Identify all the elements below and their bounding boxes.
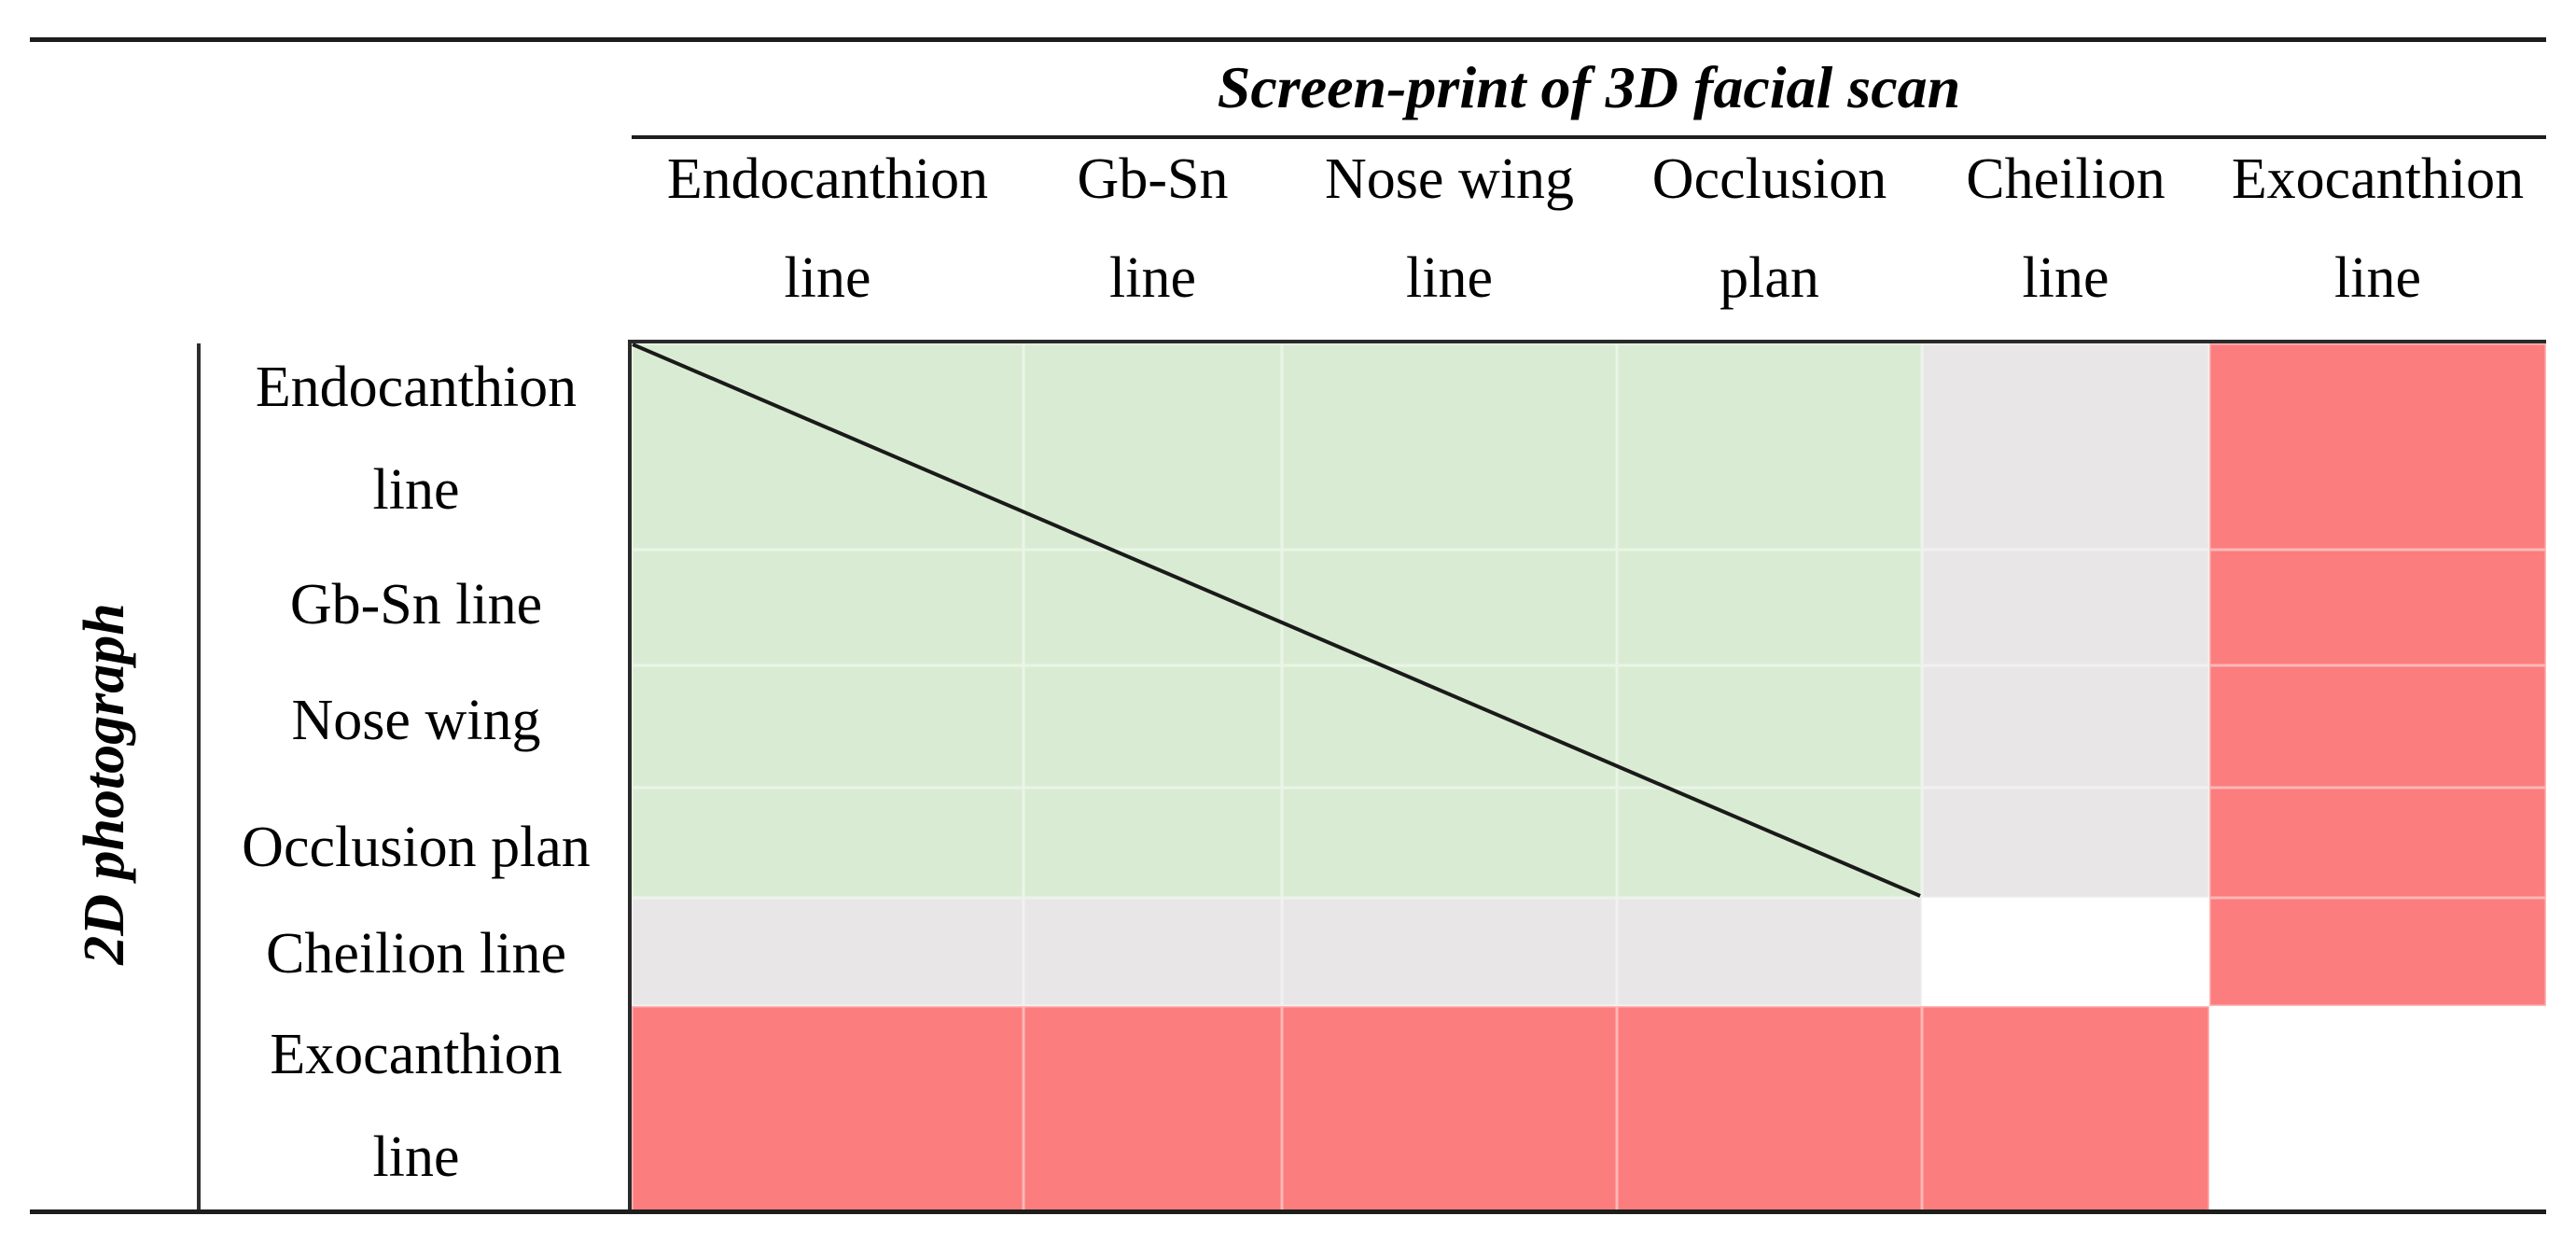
column-header-line2: line <box>2022 246 2110 310</box>
column-header-occlusion-plan: Occlusion plan <box>1617 130 1922 328</box>
matrix-cell-r4c0 <box>632 898 1023 1006</box>
heatmap-matrix <box>628 340 2546 1211</box>
matrix-cell-r1c1 <box>1023 550 1282 665</box>
matrix-cell-r3c4 <box>1922 788 2209 898</box>
matrix-cell-r2c1 <box>1023 665 1282 788</box>
matrix-cell-r0c3 <box>1617 343 1922 550</box>
matrix-cell-r2c5 <box>2209 665 2546 788</box>
matrix-cell-r5c4 <box>1922 1006 2209 1211</box>
matrix-cell-r3c3 <box>1617 788 1922 898</box>
matrix-cell-r0c5 <box>2209 343 2546 550</box>
column-header-line1: Occlusion <box>1651 147 1887 211</box>
row-label-cheilion-line: Cheilion line <box>265 922 567 985</box>
matrix-cell-r4c5 <box>2209 898 2546 1006</box>
matrix-cell-r3c2 <box>1282 788 1617 898</box>
matrix-cell-r2c0 <box>632 665 1023 788</box>
matrix-cell-r5c0 <box>632 1006 1023 1211</box>
row-label-gb-sn-line: Gb-Sn line <box>289 573 543 636</box>
column-header-gb-sn-line: Gb-Sn line <box>1023 130 1282 328</box>
row-label-nose-wing: Nose wing <box>291 689 541 752</box>
matrix-cell-r4c1 <box>1023 898 1282 1006</box>
row-group-title: 2D photograph <box>73 603 136 965</box>
column-header-line1: Exocanthion <box>2231 147 2525 211</box>
matrix-cell-r3c0 <box>632 788 1023 898</box>
row-label-endocanthion-line1: Endocanthion <box>255 356 578 419</box>
matrix-cell-r2c4 <box>1922 665 2209 788</box>
matrix-cell-r4c3 <box>1617 898 1922 1006</box>
column-header-exocanthion-line: Exocanthion line <box>2209 130 2546 328</box>
row-label-endocanthion-line2: line <box>372 458 460 522</box>
header-underline-rule <box>632 135 2546 139</box>
row-label-separator <box>197 343 201 1211</box>
column-header-line2: line <box>2334 246 2421 310</box>
column-header-line1: Endocanthion <box>666 147 989 211</box>
matrix-cell-r1c5 <box>2209 550 2546 665</box>
matrix-cell-r0c0 <box>632 343 1023 550</box>
column-header-nose-wing-line: Nose wing line <box>1282 130 1617 328</box>
column-header-line2: line <box>1406 246 1493 310</box>
matrix-cell-r4c4 <box>1922 898 2209 1006</box>
column-header-line1: Gb-Sn <box>1077 147 1229 211</box>
column-header-cheilion-line: Cheilion line <box>1922 130 2209 328</box>
matrix-cell-r4c2 <box>1282 898 1617 1006</box>
column-header-line2: line <box>784 246 871 310</box>
matrix-cell-r5c3 <box>1617 1006 1922 1211</box>
column-header-endocanthion-line: Endocanthion line <box>632 130 1023 328</box>
row-label-exocanthion-line2: line <box>372 1125 460 1189</box>
matrix-cell-r1c0 <box>632 550 1023 665</box>
matrix-cell-r5c1 <box>1023 1006 1282 1211</box>
row-label-exocanthion-line1: Exocanthion <box>270 1023 563 1086</box>
row-label-occlusion-plan: Occlusion plan <box>242 816 591 879</box>
column-header-line2: plan <box>1720 246 1819 310</box>
matrix-cell-r1c2 <box>1282 550 1617 665</box>
matrix-cell-r3c1 <box>1023 788 1282 898</box>
matrix-cell-r3c5 <box>2209 788 2546 898</box>
top-rule <box>30 37 2546 42</box>
matrix-cell-r5c2 <box>1282 1006 1617 1211</box>
matrix-cell-r1c4 <box>1922 550 2209 665</box>
matrix-cell-r2c2 <box>1282 665 1617 788</box>
matrix-cell-r2c3 <box>1617 665 1922 788</box>
column-header-line1: Cheilion <box>1966 147 2165 211</box>
column-group-title: Screen-print of 3D facial scan <box>1217 54 1961 120</box>
column-header-line2: line <box>1109 246 1196 310</box>
matrix-cell-r0c2 <box>1282 343 1617 550</box>
matrix-cell-r0c1 <box>1023 343 1282 550</box>
matrix-cell-r5c5 <box>2209 1006 2546 1211</box>
matrix-cell-r1c3 <box>1617 550 1922 665</box>
bottom-rule <box>30 1209 2546 1214</box>
matrix-cell-r0c4 <box>1922 343 2209 550</box>
column-header-line1: Nose wing <box>1325 147 1574 211</box>
